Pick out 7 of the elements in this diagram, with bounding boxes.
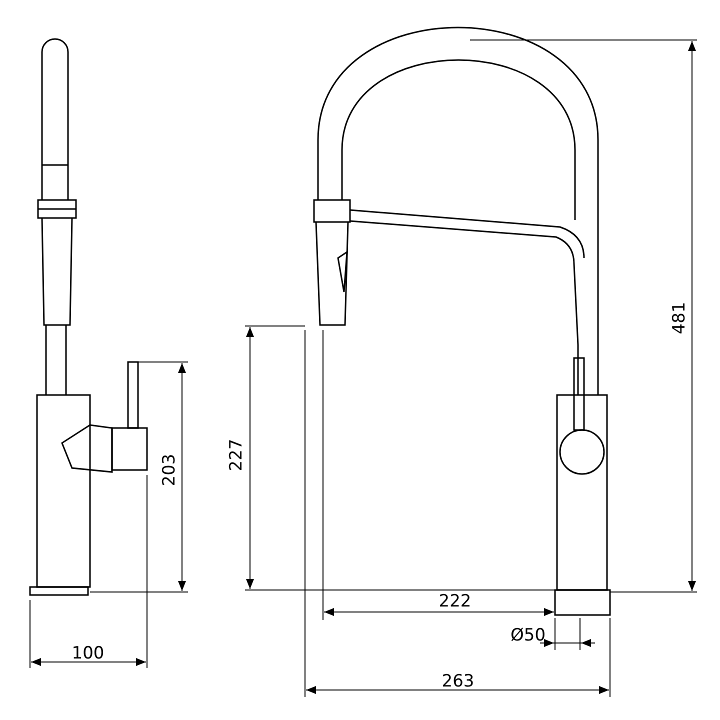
dimension-label: 203 — [162, 454, 178, 486]
dimension-label: 227 — [228, 438, 246, 472]
dimension-label: 222 — [438, 594, 472, 610]
dimension-label: 100 — [72, 646, 104, 662]
dimension-label: 481 — [672, 302, 688, 334]
dimension-label: 263 — [442, 674, 474, 690]
dimension-label: Ø50 — [510, 628, 546, 644]
